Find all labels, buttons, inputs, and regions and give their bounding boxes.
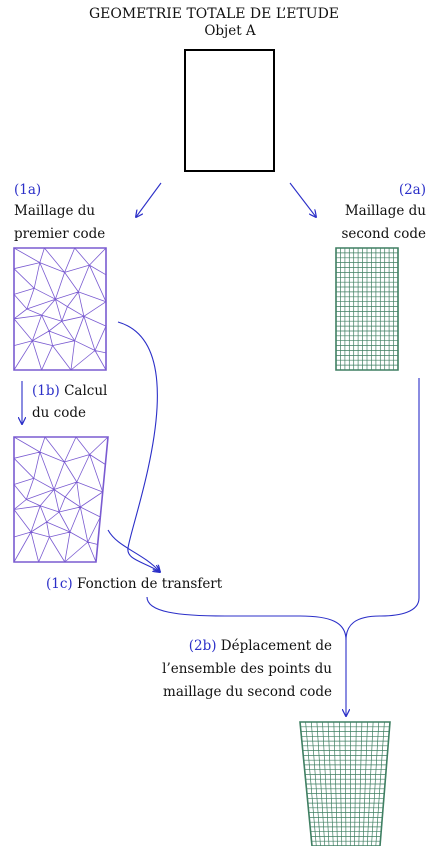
step-1c-text: Fonction de transfert <box>76 576 223 592</box>
triangle-lines <box>13 247 107 371</box>
grid-lines <box>335 247 399 371</box>
arrow-1b-to-1c <box>107 529 160 572</box>
arrow-to-1a <box>136 182 162 217</box>
step-2a-line1: Maillage du <box>344 203 426 219</box>
step-1b-number: (1b) <box>32 383 60 399</box>
arrow-2a-to-2b <box>345 378 420 641</box>
mesh-outline <box>13 436 109 563</box>
step-1c-number: (1c) <box>46 576 73 592</box>
displaced-second-code-mesh <box>299 721 391 846</box>
arrow-to-2a <box>289 182 316 217</box>
step-2b-text: Déplacement de <box>220 638 332 654</box>
step-2a-number: (2a) <box>398 182 426 198</box>
step-2b-line1: (2b) Déplacement de <box>189 637 332 656</box>
arrow-1c-to-2b <box>146 596 346 716</box>
step-1a-tag: (1a) <box>14 181 41 200</box>
step-2b-line3: maillage du second code <box>163 684 332 700</box>
first-code-mesh <box>13 247 107 371</box>
step-1b-line2: du code <box>32 405 86 421</box>
deformed-first-code-mesh <box>13 436 109 563</box>
step-1c-label: (1c) Fonction de transfert <box>46 575 222 594</box>
step-1b-line1: (1b) Calcul <box>32 382 107 401</box>
step-2a-tag: (2a) <box>399 181 426 200</box>
arrow-1a-to-1c <box>117 321 160 572</box>
second-code-mesh <box>335 247 399 371</box>
step-1a-line1: Maillage du <box>14 203 96 219</box>
object-label: Objet A <box>204 23 256 39</box>
mesh-outline <box>13 247 107 371</box>
diagram-title: GEOMETRIE TOTALE DE L’ETUDE <box>88 6 340 22</box>
mesh-outline <box>299 721 391 846</box>
step-1b-text: Calcul <box>64 383 108 399</box>
mesh-outline <box>335 247 399 371</box>
step-2a-line2: second code <box>341 226 426 242</box>
triangle-lines <box>13 436 109 563</box>
step-1a-line2: premier code <box>14 226 106 242</box>
step-2b-line2: l’ensemble des points du <box>162 661 332 677</box>
object-a-box <box>184 49 275 172</box>
grid-lines <box>299 721 391 846</box>
step-1a-number: (1a) <box>14 182 42 198</box>
step-2b-number: (2b) <box>188 638 217 654</box>
